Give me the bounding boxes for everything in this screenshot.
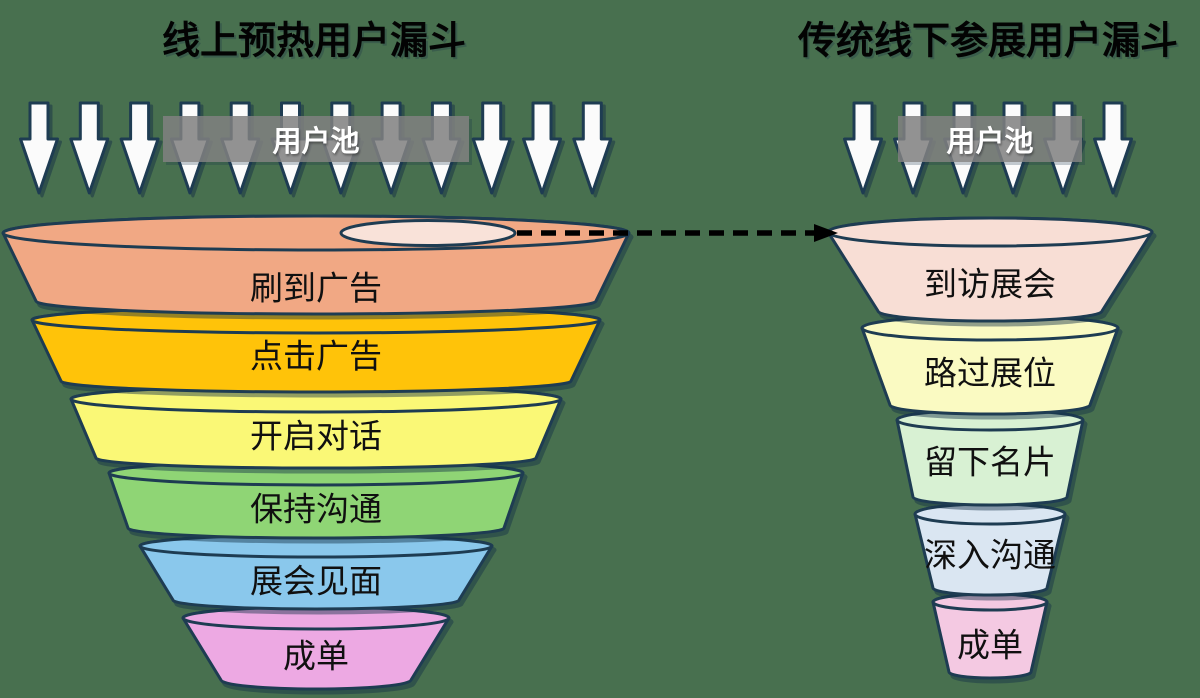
right-funnel-title: 传统线下参展用户漏斗 — [797, 18, 1179, 63]
right-funnel-layer-label-2: 路过展位 — [924, 353, 1056, 393]
right-funnel-layer-3 — [895, 408, 1085, 507]
left-funnel-layer-rim — [1, 214, 631, 252]
right-funnel-layer-rim — [913, 502, 1067, 526]
left-funnel-layer-5 — [138, 533, 494, 611]
left-user-pool-banner: 用户池 — [163, 116, 469, 162]
left-funnel-layer-label-4: 保持沟通 — [250, 489, 382, 529]
down-arrow-icon — [119, 101, 160, 195]
funnel-mouth-ellipse — [339, 219, 517, 247]
left-funnel-layer-label-5: 展会见面 — [250, 561, 382, 601]
right-funnel-layer-2 — [860, 314, 1120, 416]
right-funnel-layer-1 — [826, 216, 1154, 323]
down-arrow-icon — [572, 101, 613, 195]
right-funnel-layer-label-3: 留下名片 — [924, 442, 1056, 482]
right-funnel-layer-rim — [826, 216, 1154, 248]
right-funnel-layer-label-1: 到访展会 — [924, 264, 1056, 304]
down-arrow-icon — [69, 101, 110, 195]
left-funnel-title: 线上预热用户漏斗 — [161, 18, 467, 63]
down-arrow-icon — [843, 101, 883, 195]
right-user-pool-label: 用户池 — [946, 124, 1034, 158]
funnel-connector-arrowhead-icon — [814, 224, 838, 242]
down-arrow-icon — [1093, 101, 1133, 195]
right-funnel-layer-5 — [931, 592, 1049, 680]
down-arrow-icon — [19, 101, 59, 195]
left-funnel-layer-label-3: 开启对话 — [250, 416, 382, 456]
left-funnel-layer-label-6: 成单 — [283, 636, 349, 676]
right-funnel-layer-label-4: 深入沟通 — [924, 535, 1056, 575]
down-arrow-icon — [522, 101, 562, 195]
down-arrow-icon — [471, 101, 512, 195]
right-funnel-layer-label-5: 成单 — [957, 625, 1023, 665]
right-user-pool-banner: 用户池 — [898, 116, 1082, 162]
left-funnel-layer-label-2: 点击广告 — [250, 336, 382, 376]
left-funnel-layer-label-1: 刷到广告 — [250, 268, 382, 308]
right-funnel-layer-4 — [913, 502, 1067, 597]
left-user-pool-label: 用户池 — [272, 124, 360, 158]
